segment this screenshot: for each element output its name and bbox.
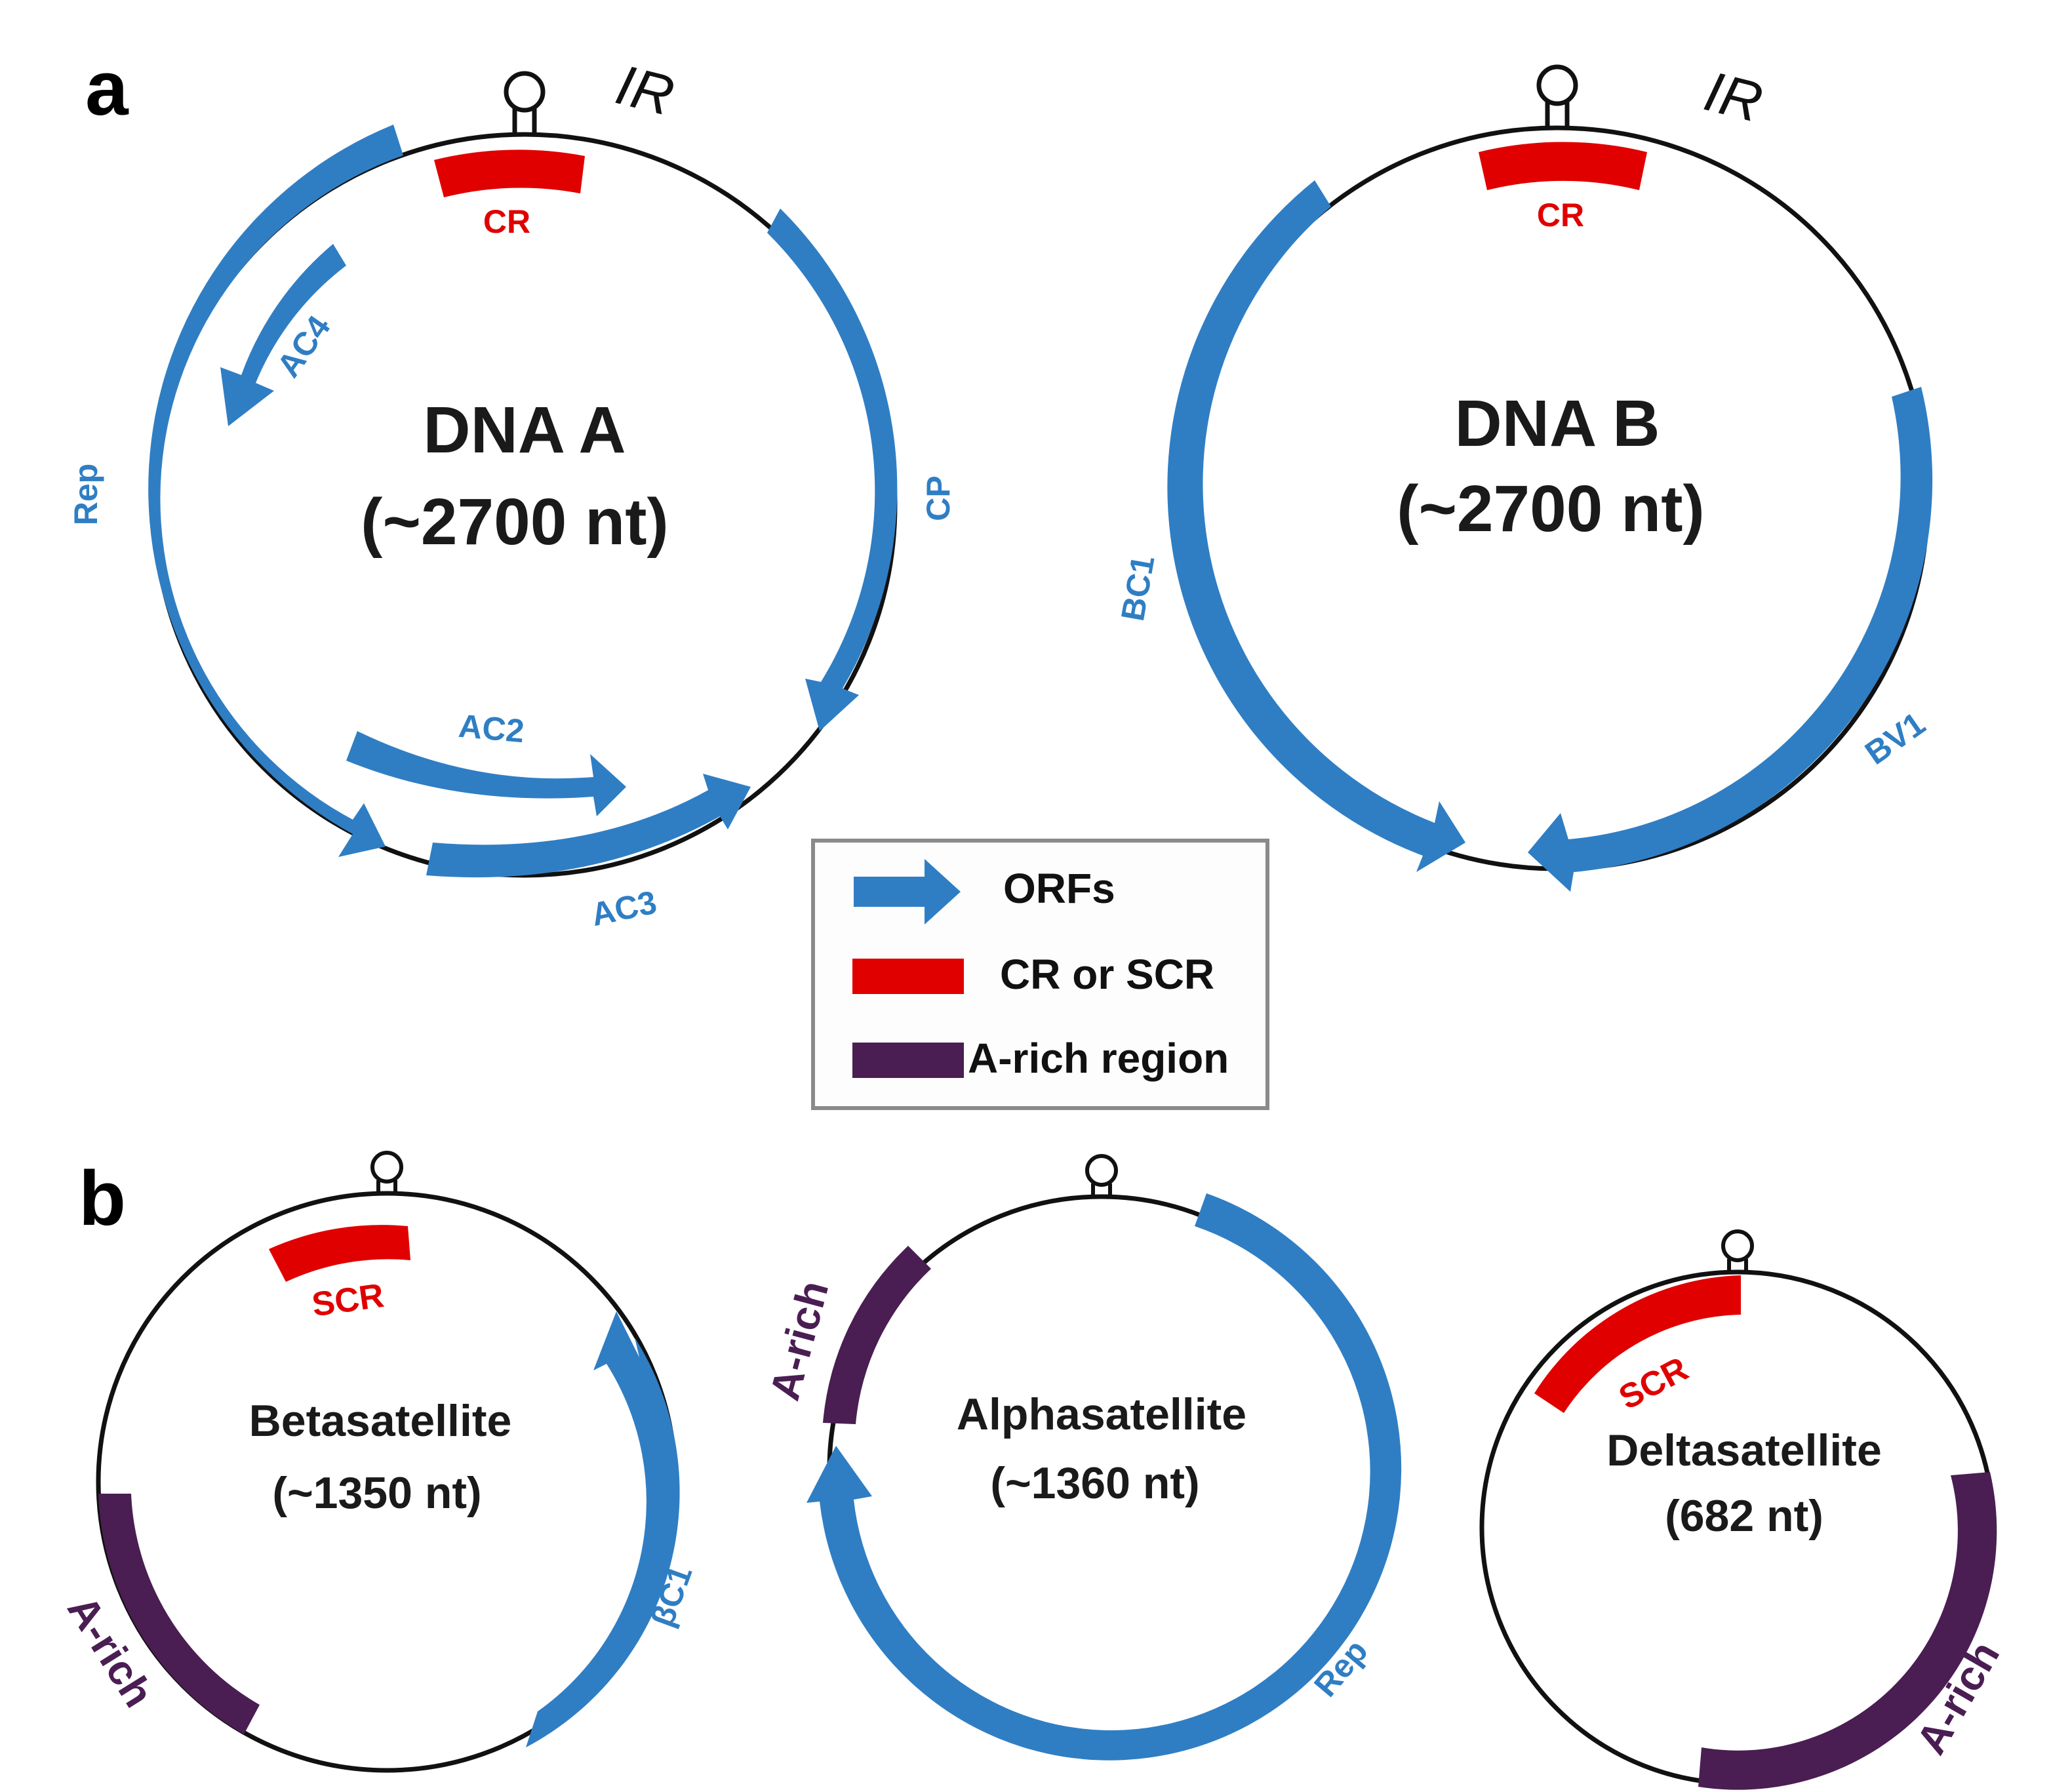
betasatellite-title: Betasatellite xyxy=(249,1396,512,1446)
legend: ORFs CR or SCR A-rich region xyxy=(811,839,1269,1110)
deltasatellite-size: (682 nt) xyxy=(1665,1491,1823,1541)
legend-arich-swatch xyxy=(852,1043,964,1078)
deltasatellite-arich-segment xyxy=(1698,1472,1997,1790)
panel-label-b: b xyxy=(79,1155,126,1242)
dna-b-stem-loop-icon xyxy=(1536,64,1578,129)
betasatellite-stem-loop-icon xyxy=(370,1151,403,1195)
dna-b-orf-bv1 xyxy=(1528,387,1933,892)
dna-a-ac3-label: AC3 xyxy=(588,884,660,934)
dna-a-orf-rep xyxy=(148,125,404,857)
betasatellite-map: SCR A-rich βC1 Betasatellite (~1350 nt) xyxy=(58,1151,699,1773)
dna-a-orf-cp xyxy=(767,209,898,731)
alphasatellite-arich-label: A-rich xyxy=(761,1276,837,1405)
dna-b-bc1-label: BC1 xyxy=(1114,553,1162,624)
deltasatellite-stem-loop-icon xyxy=(1721,1229,1754,1273)
dna-b-orf-bc1 xyxy=(1167,180,1465,872)
dna-b-bv1-label: BV1 xyxy=(1858,705,1932,772)
betasatellite-scr-label: SCR xyxy=(309,1277,386,1324)
dna-a-orf-ac4 xyxy=(220,244,346,426)
dna-b-ir-label: IR xyxy=(1698,60,1768,134)
alphasatellite-map: A-rich Rep Alphasatellite (~1360 nt) xyxy=(761,1154,1402,1761)
dna-a-stem-loop-icon xyxy=(504,71,546,136)
dna-b-cr-segment xyxy=(1479,142,1647,190)
legend-orfs-label: ORFs xyxy=(1003,865,1115,912)
dna-a-size: (~2700 nt) xyxy=(361,485,669,559)
alphasatellite-size: (~1360 nt) xyxy=(990,1458,1199,1508)
dna-a-ac2-label: AC2 xyxy=(457,707,526,750)
dna-b-title: DNA B xyxy=(1455,387,1660,460)
legend-arich-label: A-rich region xyxy=(968,1035,1229,1082)
alphasatellite-arich-segment xyxy=(823,1246,931,1424)
betasatellite-arich-segment xyxy=(98,1494,260,1734)
dna-a-map: IR CR Rep AC4 CP AC2 AC3 DNA A (~2700 nt… xyxy=(68,53,957,933)
dna-b-size: (~2700 nt) xyxy=(1397,472,1705,546)
deltasatellite-map: SCR A-rich Deltasatellite (682 nt) xyxy=(1479,1229,2008,1790)
dna-a-orf-ac2 xyxy=(346,731,626,816)
legend-cr-swatch xyxy=(852,959,964,994)
dna-a-cr-label: CR xyxy=(483,203,530,240)
dna-b-map: IR CR BC1 BV1 DNA B (~2700 nt) xyxy=(1114,60,1933,892)
legend-cr-label: CR or SCR xyxy=(1000,951,1214,998)
dna-a-rep-label: Rep xyxy=(68,464,104,525)
panel-label-a: a xyxy=(85,45,129,132)
deltasatellite-scr-label: SCR xyxy=(1613,1350,1694,1418)
alphasatellite-title: Alphasatellite xyxy=(957,1389,1246,1439)
deltasatellite-scr-segment xyxy=(1534,1275,1741,1413)
dna-a-cr-segment xyxy=(434,149,585,197)
alphasatellite-stem-loop-icon xyxy=(1085,1154,1118,1198)
betasatellite-scr-segment xyxy=(269,1225,410,1282)
deltasatellite-title: Deltasatellite xyxy=(1606,1425,1882,1475)
legend-orf-arrow-icon xyxy=(854,859,961,925)
dna-a-title: DNA A xyxy=(423,393,626,467)
betasatellite-orf-bc1 xyxy=(526,1311,680,1747)
dna-a-cp-label: CP xyxy=(920,475,957,521)
dna-a-ir-label: IR xyxy=(610,53,680,128)
betasatellite-size: (~1350 nt) xyxy=(272,1468,481,1518)
dna-b-cr-label: CR xyxy=(1537,197,1584,233)
dna-a-orf-ac3 xyxy=(426,774,751,878)
